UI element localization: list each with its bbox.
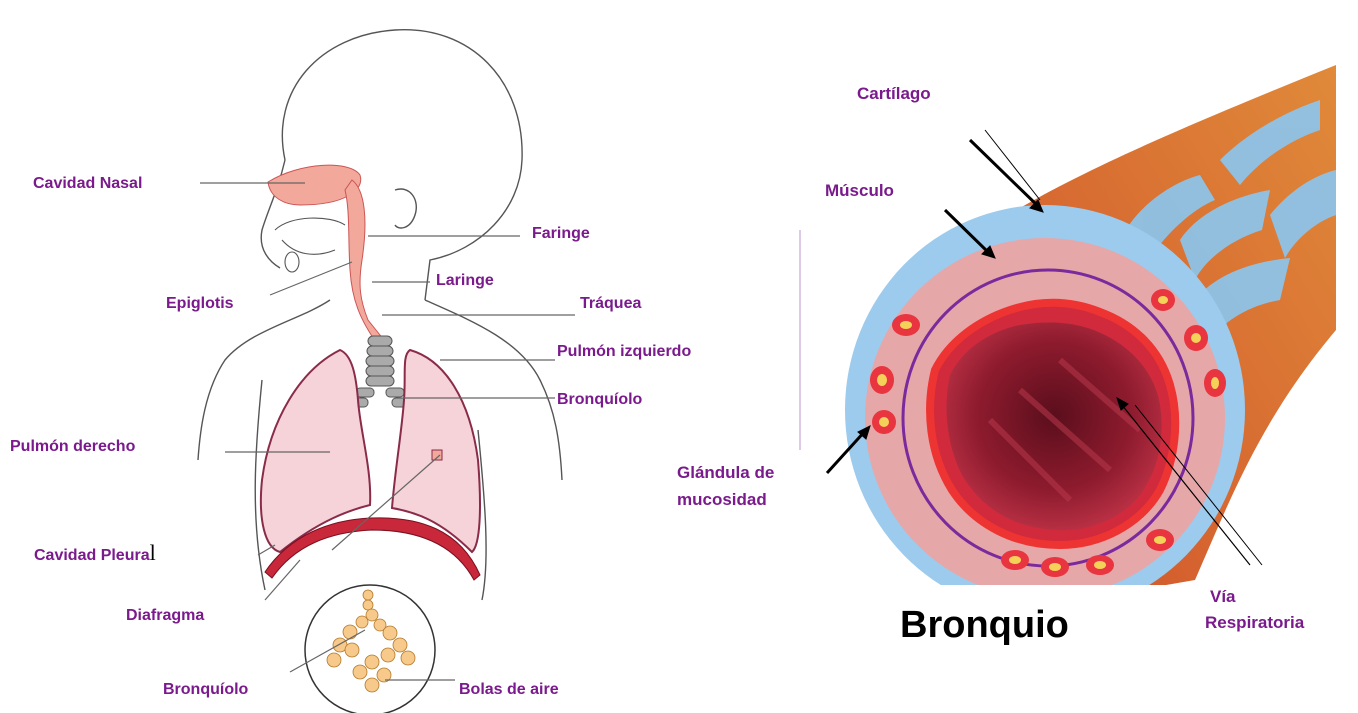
label-cavidad-nasal: Cavidad Nasal — [33, 174, 142, 193]
label-diafragma: Diafragma — [126, 606, 204, 625]
label-epiglotis: Epiglotis — [166, 294, 234, 313]
label-bronquiolo-lower: Bronquíolo — [163, 680, 248, 699]
mouth-detail — [275, 218, 345, 272]
label-musculo: Músculo — [825, 181, 894, 201]
label-via-line1: Vía — [1210, 587, 1236, 607]
label-via-line2: Respiratoria — [1205, 613, 1304, 633]
label-bronquiolo-upper: Bronquíolo — [557, 390, 642, 409]
label-pulmon-izquierdo: Pulmón izquierdo — [557, 342, 691, 361]
label-glandula-line1: Glándula de — [677, 463, 774, 483]
label-traquea: Tráquea — [580, 294, 641, 313]
label-pulmon-derecho: Pulmón derecho — [10, 437, 135, 456]
label-laringe: Laringe — [436, 271, 494, 290]
label-cavidad-pleural-text: Cavidad Pleura — [34, 547, 150, 564]
label-bolas-de-aire: Bolas de aire — [459, 680, 559, 699]
label-glandula-line2: mucosidad — [677, 490, 767, 510]
label-faringe: Faringe — [532, 224, 590, 243]
label-cartilago: Cartílago — [857, 84, 931, 104]
label-cavidad-pleural-tail: l — [150, 540, 156, 565]
trachea-rings — [350, 336, 410, 407]
label-cavidad-pleural: Cavidad Pleural — [34, 540, 156, 566]
title-bronquio: Bronquio — [900, 604, 1069, 647]
